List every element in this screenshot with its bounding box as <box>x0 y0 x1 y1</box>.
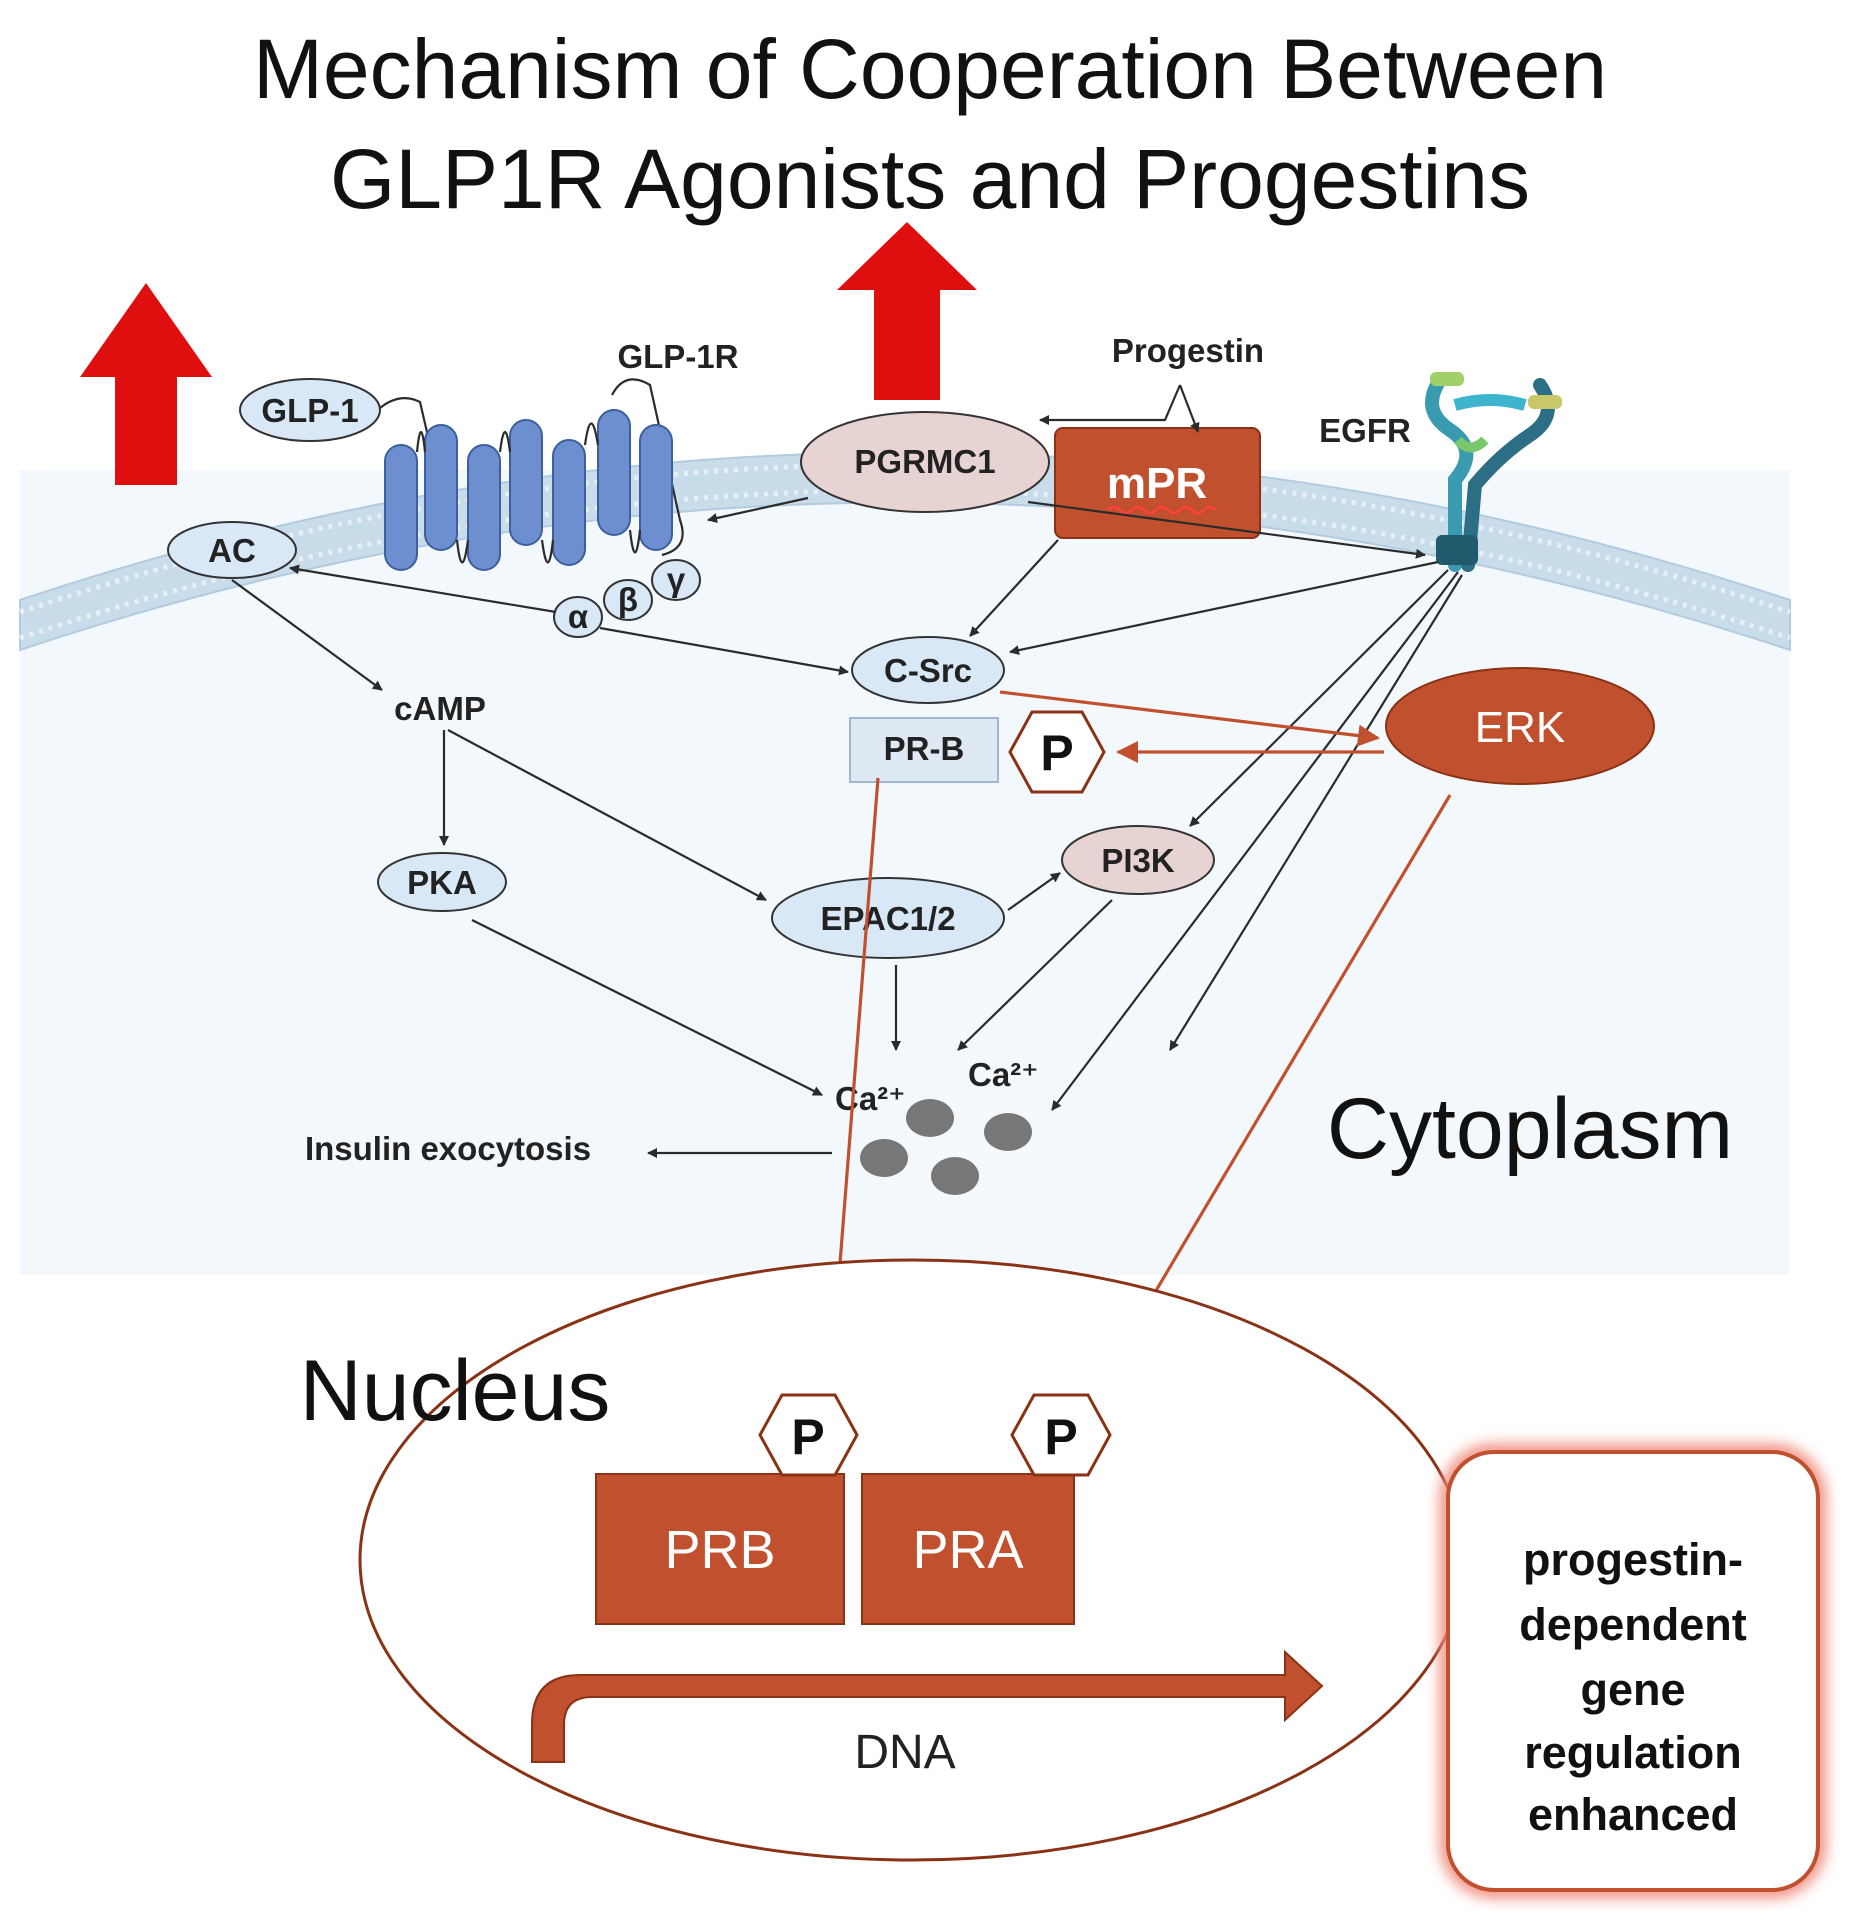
g-alpha-node <box>553 596 603 638</box>
calcium-granules <box>860 1099 1032 1195</box>
pra-box <box>861 1473 1075 1625</box>
glp1-node <box>239 378 381 442</box>
signaling-arrows <box>231 384 1463 1158</box>
ac-node <box>167 521 297 579</box>
outcome-line-4: regulation <box>1524 1727 1742 1778</box>
phospho-prb-hexagon <box>758 1393 859 1477</box>
prb-cyto-label: PR-B <box>884 730 965 767</box>
cytoplasm-label: Cytoplasm <box>1327 1081 1733 1177</box>
calcium-label-left: Ca²⁺ <box>835 1080 906 1117</box>
phospho-cyto-label: P <box>1040 725 1073 781</box>
g-alpha-label: α <box>568 598 588 635</box>
epac-node <box>771 877 1005 959</box>
camp-label: cAMP <box>394 690 486 727</box>
progestin-label: Progestin <box>1112 332 1264 369</box>
title-line-2: GLP1R Agonists and Progestins <box>330 132 1530 226</box>
g-beta-node <box>603 579 653 621</box>
prb-cyto-box <box>849 717 999 783</box>
dna-label: DNA <box>854 1726 955 1779</box>
ac-label: AC <box>208 532 256 569</box>
dna-transcription-arrow <box>531 1649 1324 1763</box>
prb-label: PRB <box>664 1520 775 1580</box>
phosphorylation-arrows <box>824 690 1452 1387</box>
egfr-label: EGFR <box>1319 412 1411 449</box>
upregulation-arrow-pgrmc1 <box>837 222 977 400</box>
pgrmc1-label: PGRMC1 <box>854 443 995 480</box>
egfr-receptor <box>1425 372 1562 572</box>
g-gamma-label: γ <box>667 561 686 598</box>
pi3k-label: PI3K <box>1101 842 1175 879</box>
pka-label: PKA <box>407 864 477 901</box>
pra-label: PRA <box>912 1520 1023 1580</box>
erk-label: ERK <box>1475 703 1565 752</box>
nucleus-label: Nucleus <box>300 1343 611 1439</box>
pgrmc1-node <box>800 411 1050 513</box>
outcome-box <box>1446 1450 1820 1892</box>
phospho-pra-label: P <box>1044 1409 1077 1465</box>
phospho-cyto-hexagon <box>1008 710 1106 794</box>
pi3k-node <box>1061 825 1215 895</box>
glp1r-label: GLP-1R <box>617 338 738 375</box>
outcome-line-3: gene <box>1580 1664 1685 1715</box>
pka-node <box>377 852 507 912</box>
csrc-node <box>851 636 1005 704</box>
upregulation-arrow-glp1r <box>80 283 212 485</box>
erk-node <box>1385 667 1655 785</box>
calcium-label-right: Ca²⁺ <box>968 1056 1039 1093</box>
mpr-box <box>1054 427 1261 539</box>
insulin-exocytosis-label: Insulin exocytosis <box>305 1130 591 1167</box>
title-line-1: Mechanism of Cooperation Between <box>253 22 1607 116</box>
g-beta-label: β <box>618 581 638 618</box>
glp1r-receptor <box>379 378 684 571</box>
outcome-line-2: dependent <box>1519 1599 1747 1650</box>
g-gamma-node <box>651 559 701 601</box>
csrc-label: C-Src <box>884 652 972 689</box>
outcome-line-5: enhanced <box>1528 1789 1738 1840</box>
cytoplasm-region <box>20 470 1790 1275</box>
phospho-prb-label: P <box>791 1409 824 1465</box>
glp1-label: GLP-1 <box>261 392 358 429</box>
phospho-pra-hexagon <box>1010 1393 1112 1477</box>
outcome-line-1: progestin- <box>1523 1534 1743 1585</box>
prb-box <box>595 1473 845 1625</box>
mpr-label: mPR <box>1107 459 1207 508</box>
epac-label: EPAC1/2 <box>820 900 955 937</box>
